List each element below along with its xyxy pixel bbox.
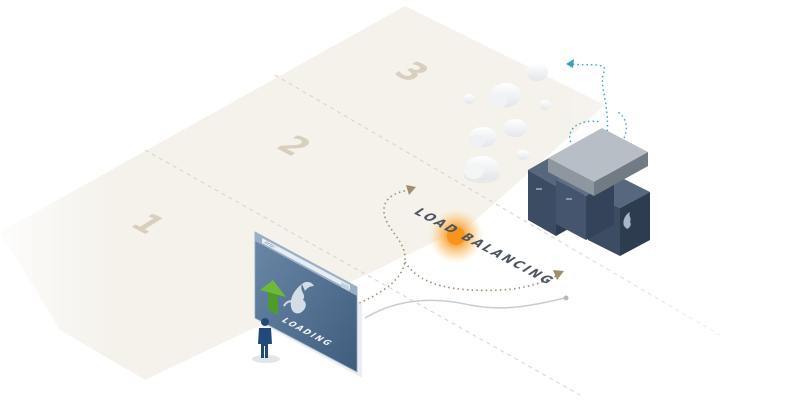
browser-address-bar — [262, 238, 350, 290]
browser-window: http: LOADING — [254, 231, 362, 378]
path-faded-end — [563, 295, 569, 301]
cloud-icon — [539, 100, 551, 110]
cloud-group — [463, 63, 551, 183]
upload-paths — [569, 63, 628, 151]
server-top-unit — [548, 128, 648, 196]
browser-frame — [254, 231, 358, 373]
balancing-paths — [354, 189, 561, 306]
cloud-icon — [516, 150, 530, 160]
path-faded — [364, 297, 566, 319]
cloud-icon — [469, 127, 497, 147]
server-cluster — [528, 128, 650, 256]
upload-path-main — [569, 63, 609, 141]
browser-address-text: http: — [262, 241, 278, 250]
balancer-core — [447, 227, 465, 245]
user-figure-icon — [252, 318, 280, 363]
path-to-zone-2 — [354, 189, 411, 306]
upload-path-right — [617, 111, 628, 143]
cloud-icon — [464, 156, 500, 183]
browser-back-button — [341, 282, 349, 291]
upload-arrowhead — [566, 59, 574, 68]
arrowhead-zone-3 — [553, 270, 564, 280]
cloud-icon — [490, 83, 521, 107]
cloud-icon — [463, 94, 475, 104]
arrowhead-zone-2 — [406, 185, 416, 195]
path-to-zone-3 — [404, 261, 561, 292]
dragon-logo-icon — [623, 212, 631, 229]
upload-arrow-icon — [260, 280, 286, 315]
cloud-icon — [526, 63, 548, 81]
dragon-logo-icon — [283, 281, 314, 314]
cloud-icon — [503, 119, 527, 137]
